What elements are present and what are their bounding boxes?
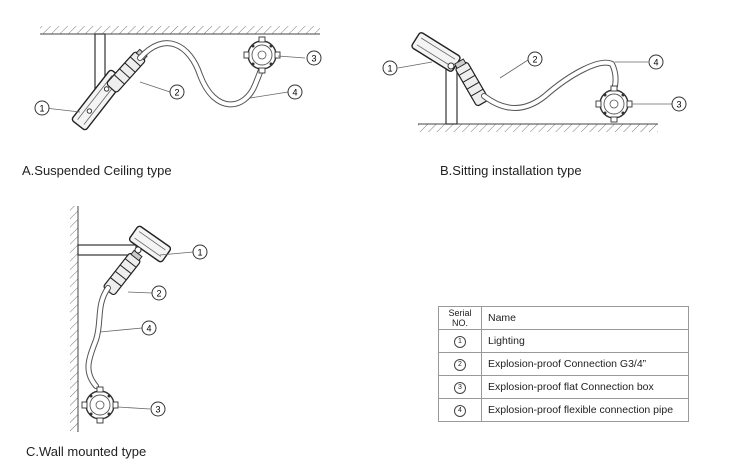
callout-a-3: 3 <box>306 50 322 66</box>
caption-wall-mounted: C.Wall mounted type <box>26 444 147 459</box>
legend-row-name: Lighting <box>481 329 689 353</box>
legend-row-name: Explosion-proof flat Connection box <box>481 375 689 399</box>
parts-legend-table: Serial NO. Name 1 Lighting 2 Explosion-p… <box>438 306 689 422</box>
callout-b-2: 2 <box>527 51 543 67</box>
legend-header-name: Name <box>481 306 689 330</box>
svg-text:2: 2 <box>156 289 161 299</box>
callout-c-1: 1 <box>192 244 208 260</box>
callout-b-1: 1 <box>382 60 398 76</box>
svg-text:1: 1 <box>197 248 202 258</box>
caption-suspended-ceiling: A.Suspended Ceiling type <box>22 163 172 178</box>
callout-b-4: 4 <box>648 54 664 70</box>
svg-text:3: 3 <box>676 100 681 110</box>
legend-header-serial: Serial NO. <box>438 306 482 330</box>
diagram-a-suspended-ceiling: 1 2 3 4 <box>34 26 322 131</box>
legend-row-name: Explosion-proof Connection G3/4” <box>481 352 689 376</box>
diagram-c-wall-mounted: 1 2 4 3 <box>70 206 208 432</box>
callout-a-2: 2 <box>169 84 185 100</box>
callout-c-2: 2 <box>151 285 167 301</box>
serial-badge: 3 <box>454 381 466 394</box>
callout-a-1: 1 <box>34 100 50 116</box>
svg-text:4: 4 <box>292 88 297 98</box>
table-row: 2 Explosion-proof Connection G3/4” <box>438 352 689 376</box>
svg-text:2: 2 <box>532 55 537 65</box>
wall-arm <box>77 244 137 256</box>
callout-a-4: 4 <box>287 84 303 100</box>
table-row: 1 Lighting <box>438 329 689 353</box>
svg-text:2: 2 <box>174 88 179 98</box>
ceiling-hatch <box>40 26 320 34</box>
svg-text:4: 4 <box>653 58 658 68</box>
table-row: 4 Explosion-proof flexible connection pi… <box>438 398 689 422</box>
wall-hatch <box>70 206 78 432</box>
junction-box-c <box>81 386 119 424</box>
callout-b-3: 3 <box>671 96 687 112</box>
svg-text:3: 3 <box>311 54 316 64</box>
svg-text:4: 4 <box>146 324 151 334</box>
callout-c-4: 4 <box>141 320 157 336</box>
floor-hatch <box>418 124 658 132</box>
svg-text:1: 1 <box>387 64 392 74</box>
legend-header-row: Serial NO. Name <box>438 306 689 330</box>
caption-sitting-installation: B.Sitting installation type <box>440 163 582 178</box>
legend-row-name: Explosion-proof flexible connection pipe <box>481 398 689 422</box>
junction-box-b <box>595 85 633 123</box>
table-row: 3 Explosion-proof flat Connection box <box>438 375 689 399</box>
svg-text:3: 3 <box>155 405 160 415</box>
junction-box-a <box>243 36 281 74</box>
svg-text:1: 1 <box>39 104 44 114</box>
callout-c-3: 3 <box>150 401 166 417</box>
serial-badge: 4 <box>454 404 466 417</box>
serial-badge: 1 <box>454 335 466 348</box>
serial-badge: 2 <box>454 358 466 371</box>
diagram-b-sitting-installation: 1 2 4 3 <box>382 32 687 132</box>
lighting-fixture-c <box>128 225 172 263</box>
